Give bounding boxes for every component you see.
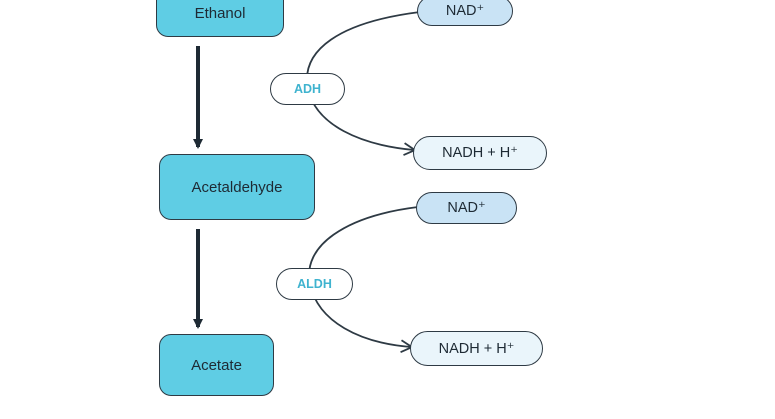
cofactor-nad-2: NAD⁺ xyxy=(416,192,517,224)
cofactor-nadh-2-label: NADH + H⁺ xyxy=(438,340,515,357)
compound-ethanol: Ethanol xyxy=(156,0,284,37)
cofactor-nadh-2: NADH + H⁺ xyxy=(410,331,543,366)
enzyme-aldh: ALDH xyxy=(276,268,353,300)
cofactor-nad-1: NAD⁺ xyxy=(417,0,513,26)
cofactor-nad-2-label: NAD⁺ xyxy=(447,200,486,216)
compound-acetate-label: Acetate xyxy=(191,356,242,374)
enzyme-adh: ADH xyxy=(270,73,345,105)
compound-acetaldehyde-label: Acetaldehyde xyxy=(191,178,283,196)
compound-acetaldehyde: Acetaldehyde xyxy=(159,154,315,220)
cofactor-nadh-1-label: NADH + H⁺ xyxy=(442,145,518,161)
compound-ethanol-label: Ethanol xyxy=(194,5,246,22)
cofactor-nad-1-label: NAD⁺ xyxy=(445,3,485,19)
compound-acetate: Acetate xyxy=(159,334,274,396)
enzyme-adh-label: ADH xyxy=(293,82,322,96)
enzyme-aldh-label: ALDH xyxy=(297,277,332,291)
cofactor-nadh-1: NADH + H⁺ xyxy=(413,136,547,170)
